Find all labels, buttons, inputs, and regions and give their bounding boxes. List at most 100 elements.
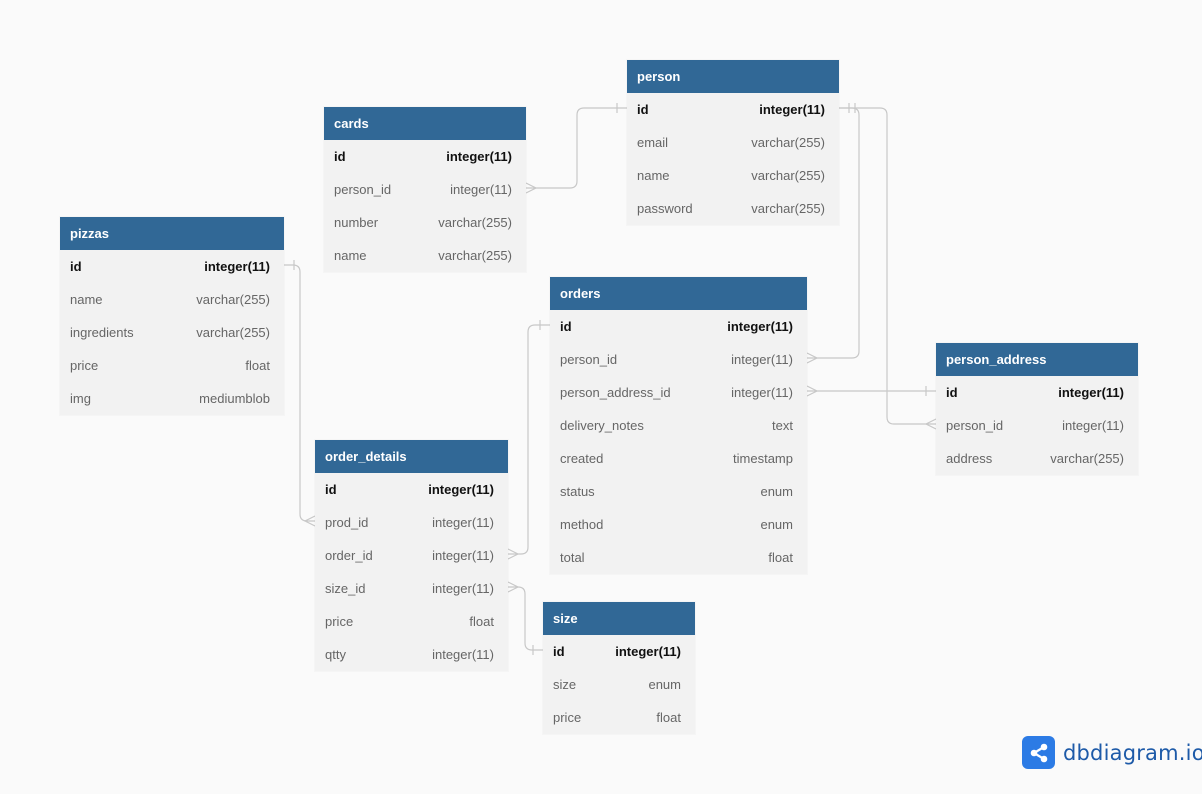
table-column-row[interactable]: price float [60, 349, 284, 382]
column-name: name [637, 168, 670, 183]
many-marker-icon [525, 182, 538, 194]
column-name: price [70, 358, 99, 373]
logo-text: dbdiagram.io [1063, 740, 1202, 765]
table-column-row[interactable]: person_id integer(11) [324, 173, 526, 206]
table-header[interactable]: person_address [936, 343, 1138, 376]
column-type: integer(11) [428, 482, 494, 497]
table-column-row[interactable]: img mediumblob [60, 382, 284, 415]
relationship-line-cards-person-id [526, 107, 627, 189]
column-type: float [656, 710, 681, 725]
column-name: size [553, 677, 577, 692]
table-header[interactable]: cards [324, 107, 526, 140]
column-type: integer(11) [731, 385, 793, 400]
column-name: id [553, 644, 565, 659]
many-marker-icon [507, 581, 520, 593]
many-marker-icon [303, 515, 316, 527]
column-name: password [637, 201, 693, 216]
column-type: varchar(255) [196, 292, 270, 307]
column-name: id [70, 259, 82, 274]
column-name: img [70, 391, 91, 406]
table-header[interactable]: pizzas [60, 217, 284, 250]
many-marker-icon [924, 418, 937, 430]
column-name: person_address_id [560, 385, 671, 400]
column-type: integer(11) [1062, 418, 1124, 433]
column-type: varchar(255) [751, 201, 825, 216]
column-name: id [560, 319, 572, 334]
column-type: varchar(255) [196, 325, 270, 340]
column-name: price [325, 614, 354, 629]
column-type: integer(11) [727, 319, 793, 334]
column-name: name [334, 248, 367, 263]
table-header[interactable]: person [627, 60, 839, 93]
column-type: enum [760, 484, 793, 499]
table-column-row[interactable]: email varchar(255) [627, 126, 839, 159]
column-type: integer(11) [759, 102, 825, 117]
table-column-row[interactable]: id integer(11) [550, 310, 807, 343]
column-type: varchar(255) [438, 248, 512, 263]
dbdiagram-logo[interactable]: dbdiagram.io [1022, 736, 1202, 769]
column-name: status [560, 484, 595, 499]
column-name: id [946, 385, 958, 400]
column-type: mediumblob [199, 391, 270, 406]
column-type: integer(11) [446, 149, 512, 164]
column-type: timestamp [733, 451, 793, 466]
column-type: integer(11) [432, 581, 494, 596]
many-marker-icon [806, 352, 819, 364]
table-header[interactable]: orders [550, 277, 807, 310]
many-marker-icon [806, 385, 819, 397]
column-name: method [560, 517, 604, 532]
column-name: ingredients [70, 325, 134, 340]
relationship-line-order-details-prod-id [284, 264, 315, 522]
table-column-row[interactable]: person_address_id integer(11) [550, 376, 807, 409]
table-column-row[interactable]: status enum [550, 475, 807, 508]
column-type: integer(11) [450, 182, 512, 197]
table-column-row[interactable]: id integer(11) [315, 473, 508, 506]
column-name: email [637, 135, 669, 150]
table-column-row[interactable]: password varchar(255) [627, 192, 839, 225]
many-marker-icon [507, 548, 520, 560]
column-type: float [469, 614, 494, 629]
column-name: total [560, 550, 585, 565]
column-type: float [245, 358, 270, 373]
table-column-row[interactable]: ingredients varchar(255) [60, 316, 284, 349]
table-column-row[interactable]: id integer(11) [60, 250, 284, 283]
table-header[interactable]: order_details [315, 440, 508, 473]
table-column-row[interactable]: person_id integer(11) [936, 409, 1138, 442]
table-column-row[interactable]: name varchar(255) [324, 239, 526, 272]
table-header[interactable]: size [543, 602, 695, 635]
column-type: varchar(255) [751, 135, 825, 150]
column-name: person_id [946, 418, 1004, 433]
column-name: id [325, 482, 337, 497]
column-name: delivery_notes [560, 418, 644, 433]
column-name: person_id [334, 182, 392, 197]
column-type: integer(11) [204, 259, 270, 274]
table-column-row[interactable]: price float [315, 605, 508, 638]
